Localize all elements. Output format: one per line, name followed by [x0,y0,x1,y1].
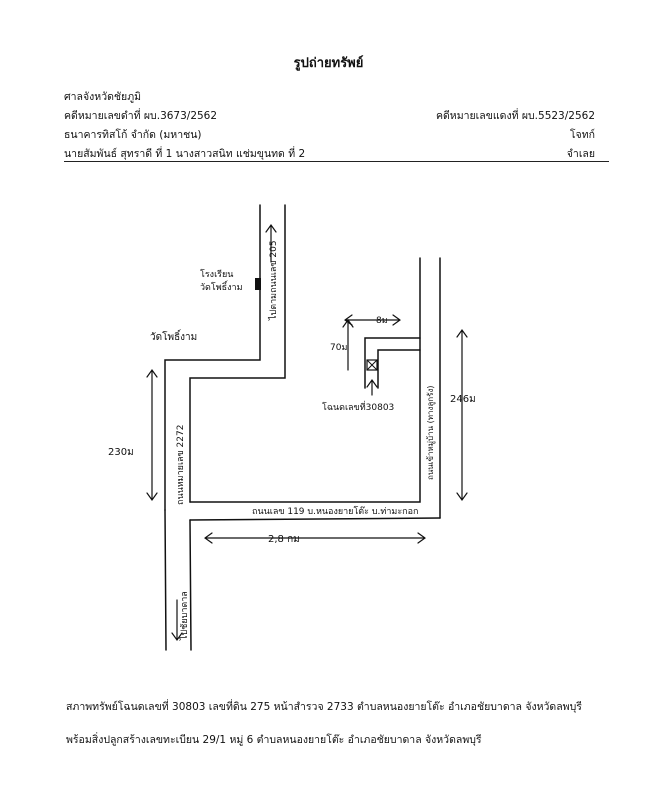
arrow-to-plot [366,378,378,396]
header-divider [64,161,609,162]
dist-8m-label: 8ม [376,316,388,326]
page-title: รูปถ่ายทรัพย์ [293,56,364,71]
defendant-names: นายสัมพันธ์ สุทราดี ที่ 1 นางสาวสนิท แช่… [64,148,306,160]
school-label: โรงเรียน [200,269,233,280]
road-2272-label: ถนนหมายเลข 2272 [176,425,186,505]
plot-branch-road-inner [377,349,421,389]
road-2272-left-edge [164,509,167,651]
dist-28-label: 2,8 กม [268,534,300,545]
arrow-down-chaibadan [171,599,183,642]
defendant-label: จำเลย [566,148,595,160]
court-name: ศาลจังหวัดชัยภูมิ [64,91,142,103]
plot-branch-road [364,337,421,389]
temple-small-label: วัดโพธิ์งาม [200,280,243,293]
road-119-top-edge [189,257,421,503]
arrow-up-205 [265,223,277,263]
road-205-label: ไปตามถนนเลข 205 [268,240,279,321]
dist-230-label: 230ม [108,447,134,458]
property-description-line1: สภาพทรัพย์โฉนดเลขที่ 30803 เลขที่ดิน 275… [66,701,582,713]
dim-70m-line [342,318,354,371]
case-header-left: ศาลจังหวัดชัยภูมิ คดีหมายเลขดำที่ ผบ.367… [64,88,305,164]
village-road-label: ถนนเข้าหมู่บ้าน (ทางลูกรัง) [426,386,436,480]
red-case-number: คดีหมายเลขแดงที่ ผบ.5523/2562 [435,110,595,122]
dim-8m-line [343,314,402,326]
to-chaibadan-label: ไปชัยบาดาล [179,591,190,641]
road-119-label: ถนนเลข 119 บ.หนองยายโต๊ะ บ.ท่ามะกอก [252,506,418,517]
case-header-right: คดีหมายเลขแดงที่ ผบ.5523/2562 โจทก์ จำเล… [436,107,595,164]
deed-label: โฉนดเลขที่30803 [322,400,394,413]
property-description-line2: พร้อมสิ่งปลูกสร้างเลขทะเบียน 29/1 หมู่ 6… [66,734,482,746]
dist-246-label: 246ม [450,394,476,405]
plaintiff-name: ธนาคารทิสโก้ จำกัด (มหาชน) [64,129,202,141]
road-119-bottom-edge [189,517,441,521]
dim-230-line [146,368,158,502]
black-case-number: คดีหมายเลขดำที่ ผบ.3673/2562 [64,110,218,122]
dim-28-line [203,532,427,544]
property-marker-icon [366,359,378,371]
road-2272-right-edge [189,519,192,651]
road-205-right-edge [189,204,286,503]
dim-246-line [456,328,468,502]
dist-70m-label: 70ม [330,343,347,353]
temple-label: วัดโพธิ์งาม [150,329,197,343]
plaintiff-label: โจทก์ [569,129,595,141]
temple-marker-icon [255,278,261,290]
